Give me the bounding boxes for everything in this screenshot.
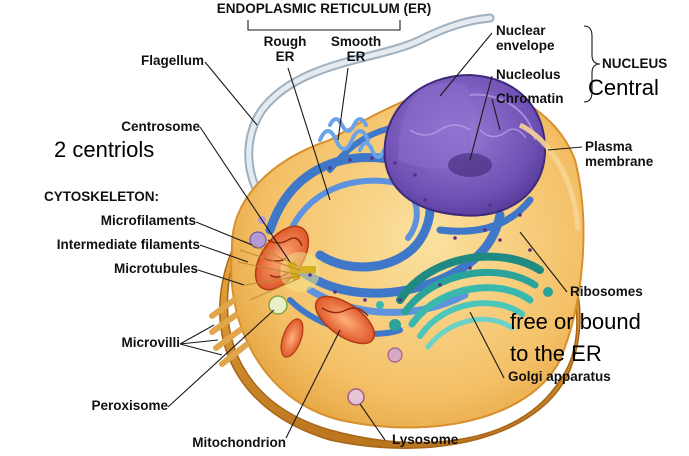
plasma-membrane-label: Plasma membrane xyxy=(585,140,653,170)
smooth-er-label: Smooth ER xyxy=(318,35,394,65)
peroxisome-label: Peroxisome xyxy=(50,399,168,414)
nucleolus-label: Nucleolus xyxy=(496,68,561,83)
chromatin-label: Chromatin xyxy=(496,92,564,107)
ribosomes-label: Ribosomes xyxy=(570,285,643,300)
microvilli-label: Microvilli xyxy=(90,336,180,351)
golgi-apparatus-label: Golgi apparatus xyxy=(508,370,611,385)
nucleolus-shape xyxy=(448,153,492,177)
microfilaments-label: Microfilaments xyxy=(40,214,196,229)
nucleus-note: Central xyxy=(588,76,659,99)
intermediate-filaments-label: Intermediate filaments xyxy=(4,238,200,253)
ribosomes-note: free or bound to the ER xyxy=(510,306,641,370)
peroxisome-shape xyxy=(269,296,287,314)
nuclear-envelope-label: Nuclear envelope xyxy=(496,24,555,54)
cytoskeleton-label: CYTOSKELETON: xyxy=(44,190,159,205)
lysosome-label: Lysosome xyxy=(392,433,458,448)
mitochondrion-label: Mitochondrion xyxy=(150,436,286,451)
centrosome-label: Centrosome xyxy=(90,120,200,135)
lysosome-shape xyxy=(348,389,364,405)
er-header-label: ENDOPLASMIC RETICULUM (ER) xyxy=(174,2,474,17)
rough-er-label: Rough ER xyxy=(250,35,320,65)
flagellum-label: Flagellum xyxy=(100,54,204,69)
nucleus-label: NUCLEUS xyxy=(602,57,667,72)
centrosome-note: 2 centriols xyxy=(54,138,154,161)
microtubules-label: Microtubules xyxy=(60,262,198,277)
